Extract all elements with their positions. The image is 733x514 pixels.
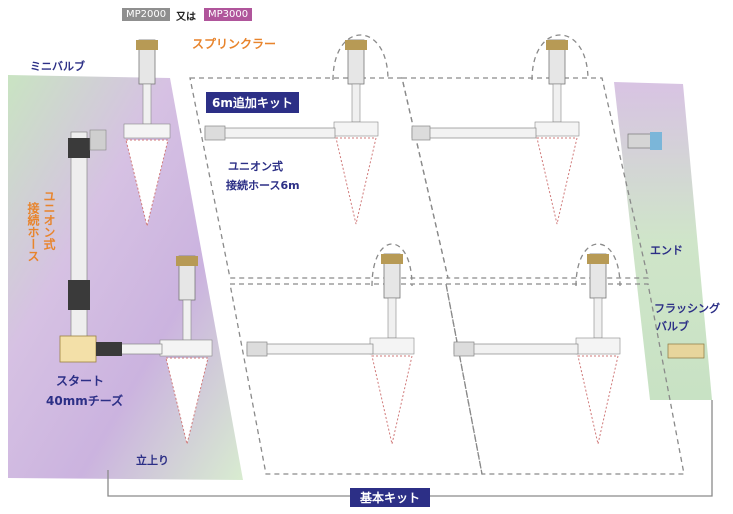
sprinkler-stand xyxy=(333,39,379,225)
sprinkler-stand xyxy=(575,253,621,445)
union-hose-vertical-col2: 接続ホース xyxy=(26,202,40,262)
start-label-line2: 40mmチーズ xyxy=(46,394,124,408)
basic-kit-label: 基本キット xyxy=(350,488,431,507)
flush-valve-line1: フラッシング xyxy=(654,302,720,315)
union-hose-vertical-col1: ユニオン式 xyxy=(42,190,56,250)
kit-6m-hose-line2: 接続ホース6m xyxy=(226,179,300,192)
kit-6m-title: 6m追加キット xyxy=(206,92,299,113)
sprinkler-stand xyxy=(534,39,580,225)
end-fittings xyxy=(627,132,705,359)
sprinkler-stands xyxy=(123,39,621,445)
sprinkler-stand xyxy=(123,39,171,227)
model-a-badge: MP2000 xyxy=(122,8,171,21)
kit-6m-hose-line1: ユニオン式 xyxy=(228,160,283,173)
kit-outlines xyxy=(189,34,685,475)
or-label: 又は xyxy=(176,12,196,23)
vertical-union-hose xyxy=(68,129,107,343)
union-hoses xyxy=(119,125,579,357)
end-label: エンド xyxy=(650,244,683,257)
flush-valve-line2: バルブ xyxy=(656,320,689,333)
sprinkler-stand xyxy=(369,253,415,445)
start-tee xyxy=(59,335,122,363)
sprinkler-stand xyxy=(159,255,213,445)
basic-kit-right-panel xyxy=(614,82,712,400)
riser-label: 立上り xyxy=(136,454,169,467)
start-label-line1: スタート xyxy=(56,374,105,388)
sprinkler-label: スプリンクラー xyxy=(192,37,277,51)
mini-valve-label: ミニバルブ xyxy=(30,60,85,73)
model-b-badge: MP3000 xyxy=(204,8,253,21)
